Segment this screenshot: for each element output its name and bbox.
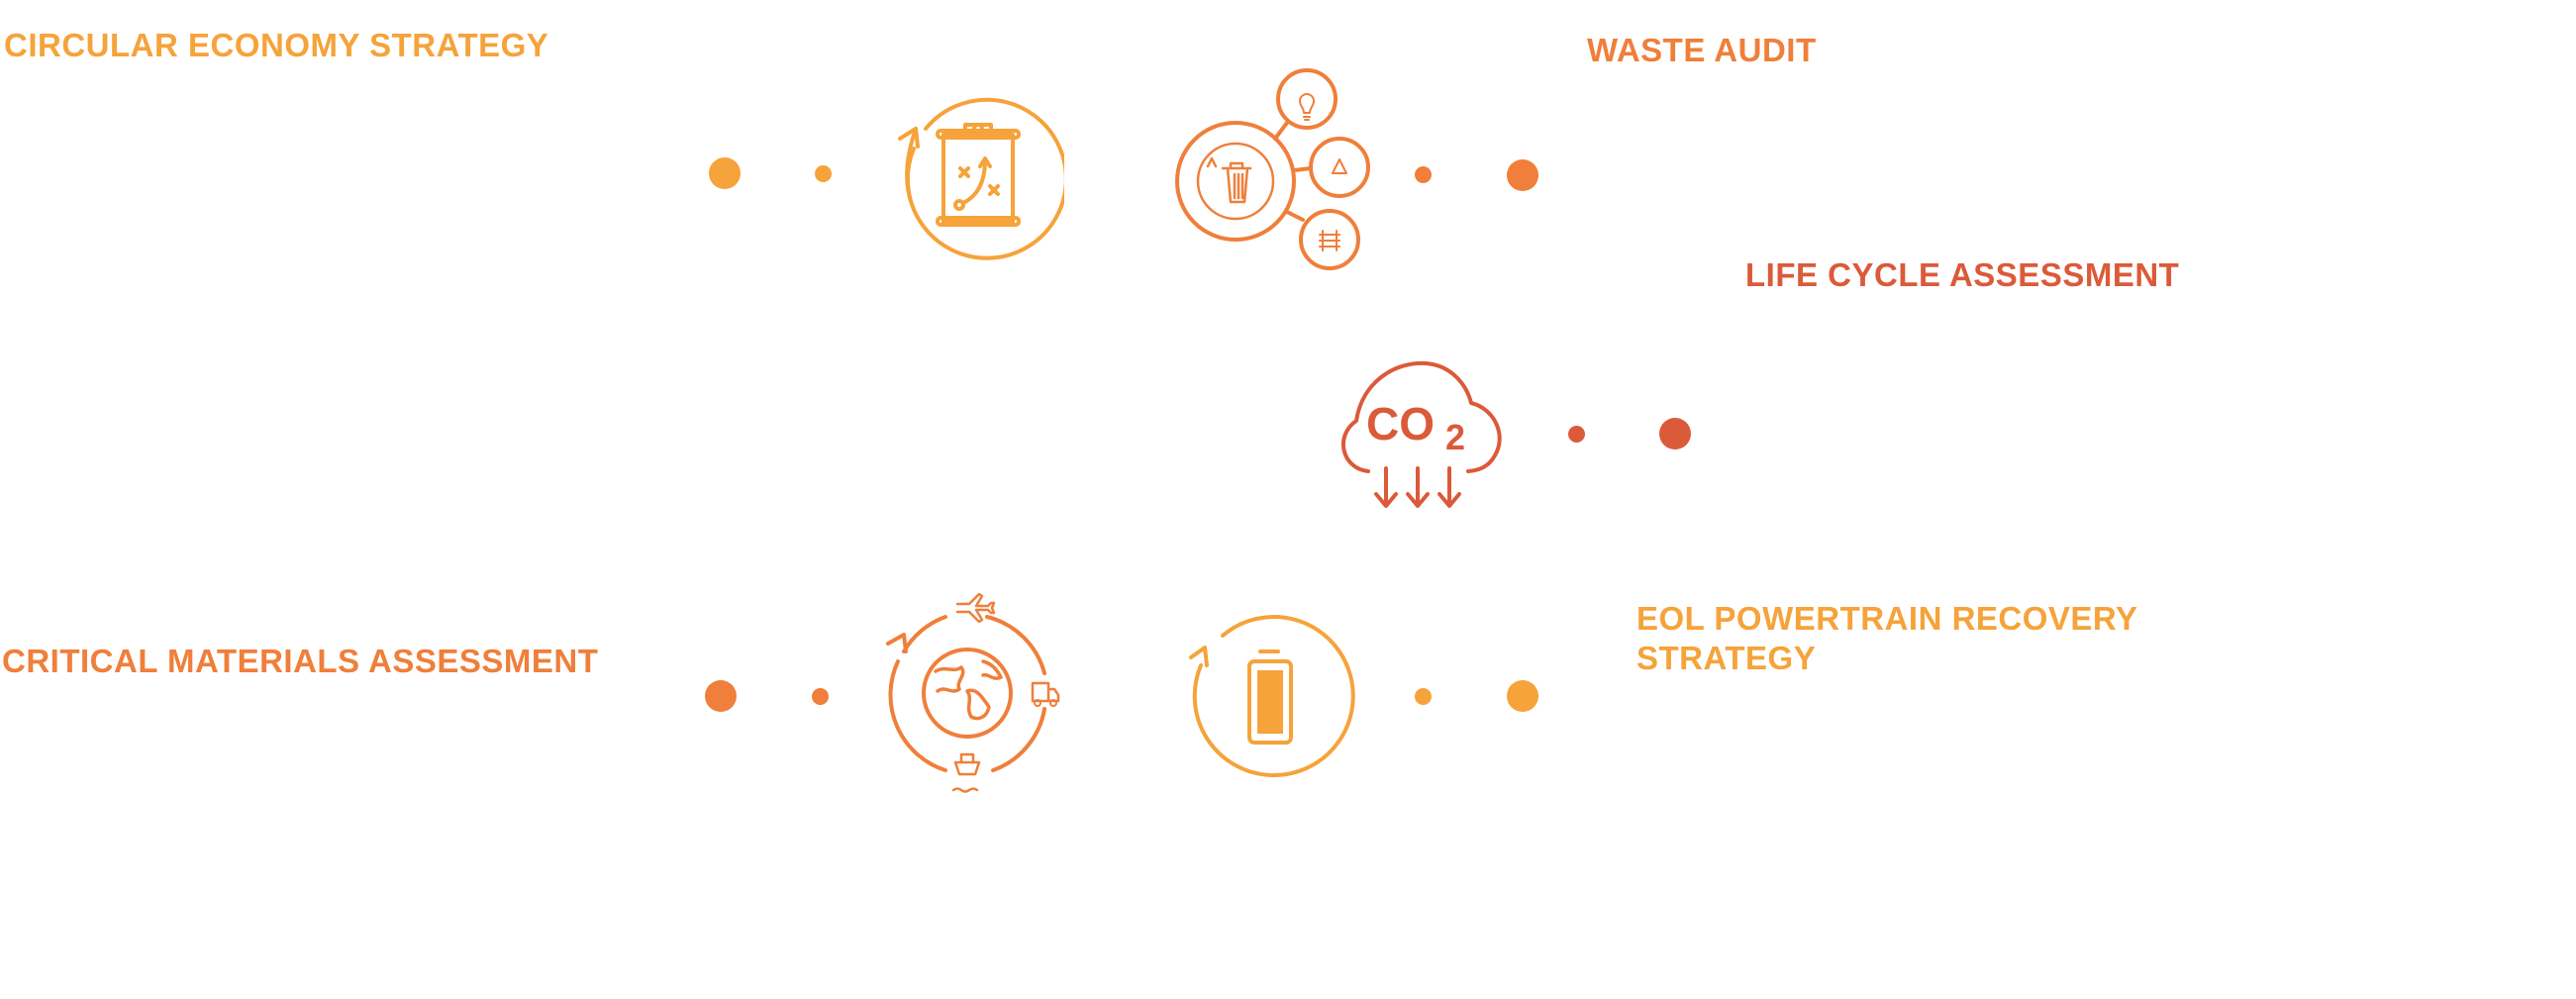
eol-powertrain-recovery-title: EOL POWERTRAIN RECOVERY STRATEGY — [1636, 599, 2138, 678]
connector-dot-small — [1568, 426, 1585, 443]
waste-bin-network-icon — [1175, 68, 1370, 270]
connector-dot-large — [1507, 159, 1538, 191]
connector-dot-large — [1507, 680, 1538, 712]
connector-dot-large — [1659, 418, 1691, 450]
connector-dot-small — [812, 688, 829, 705]
global-logistics-icon — [886, 592, 1060, 793]
co2-subscript: 2 — [1445, 417, 1466, 457]
life-cycle-assessment-title: LIFE CYCLE ASSESSMENT — [1745, 256, 2180, 293]
battery-recycle-icon — [1189, 615, 1355, 777]
eol-title-line-1: EOL POWERTRAIN RECOVERY — [1636, 600, 2138, 637]
co2-text: CO — [1366, 398, 1435, 450]
connector-dot-large — [705, 680, 737, 712]
critical-materials-assessment-title: CRITICAL MATERIALS ASSESSMENT — [2, 643, 599, 679]
connector-dot-small — [815, 165, 832, 182]
co2-cloud-icon: CO 2 — [1337, 351, 1515, 510]
strategy-scroll-icon — [898, 97, 1064, 260]
connector-dot-small — [1415, 688, 1432, 705]
eol-title-line-2: STRATEGY — [1636, 640, 1817, 676]
connector-dot-small — [1415, 166, 1432, 183]
circular-economy-strategy-title: CIRCULAR ECONOMY STRATEGY — [4, 27, 549, 63]
waste-audit-title: WASTE AUDIT — [1587, 32, 1817, 68]
connector-dot-large — [709, 157, 741, 189]
